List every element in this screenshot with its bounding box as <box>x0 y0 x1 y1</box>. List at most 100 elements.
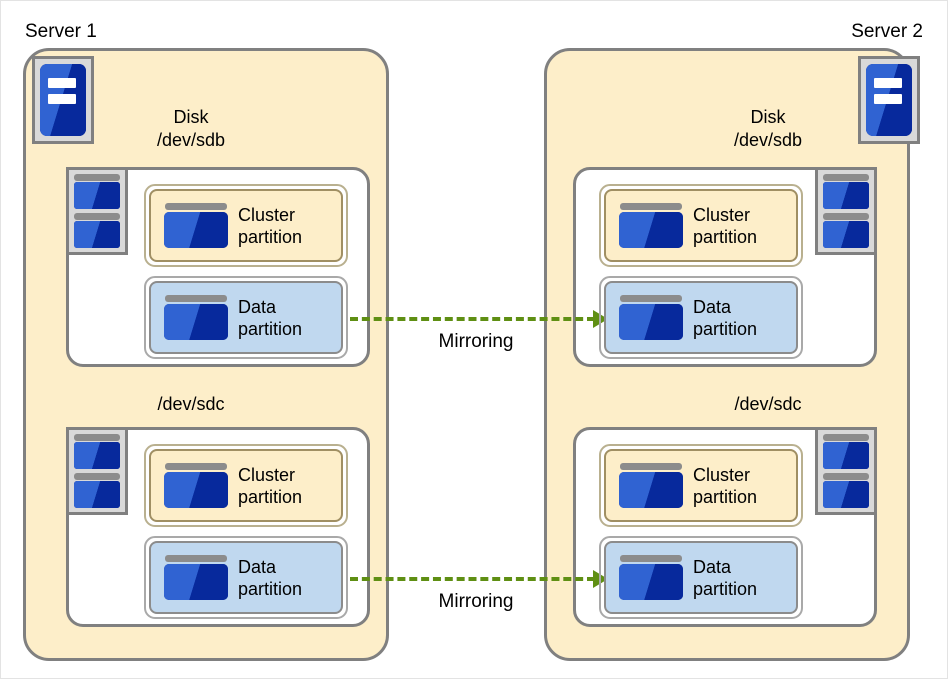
server-2-sdc-data-partition[interactable]: Data partition <box>599 536 803 619</box>
server-1-label: Server 1 <box>25 21 97 42</box>
server-icon-body <box>40 64 86 136</box>
disk-platter-2 <box>74 473 120 508</box>
server-1-sdb-cluster-partition[interactable]: Cluster partition <box>144 184 348 267</box>
disk-platter-face <box>823 441 869 469</box>
disk-title-line-2: /dev/sdb <box>156 130 226 150</box>
disk-platter-2 <box>823 213 869 248</box>
partition-icon <box>164 295 228 340</box>
server-icon-bar-1 <box>873 78 903 88</box>
server-2-disk-sdc-title: /dev/sdc <box>698 393 838 416</box>
partition-icon <box>619 463 683 508</box>
server-2-sdb-data-partition[interactable]: Data partition <box>599 276 803 359</box>
partition-label-line-1: Cluster <box>693 464 751 485</box>
partition-label-line-2: partition <box>238 578 303 599</box>
partition-icon-cap <box>620 463 682 471</box>
partition-label-line-1: Cluster <box>238 204 296 225</box>
disk-platter-cap <box>823 213 869 220</box>
disk-platter-cap <box>74 434 120 441</box>
partition-icon-cap <box>165 463 227 471</box>
server-2-disk-sdb-icon <box>815 167 877 255</box>
partition-icon <box>619 555 683 600</box>
disk-platter-face <box>74 441 120 469</box>
partition-icon-cap <box>165 203 227 211</box>
disk-platter-face <box>823 181 869 209</box>
server-icon-bar-2 <box>873 94 903 104</box>
disk-title-line-2: /dev/sdc <box>734 394 802 414</box>
disk-platter-cap <box>823 434 869 441</box>
partition-label-line-2: partition <box>693 486 758 507</box>
partition-label-line-2: partition <box>238 486 303 507</box>
partition-icon <box>164 463 228 508</box>
partition-icon-face <box>164 564 228 600</box>
partition-icon-cap <box>165 555 227 563</box>
partition-label: Cluster partition <box>693 204 757 248</box>
partition-icon-face <box>619 304 683 340</box>
partition-icon-face <box>619 212 683 248</box>
partition-label: Data partition <box>693 556 757 600</box>
server-1-sdc-data-partition[interactable]: Data partition <box>144 536 348 619</box>
partition-label-line-1: Data <box>693 296 732 317</box>
disk-platter-face <box>74 220 120 248</box>
disk-title-line-2: /dev/sdc <box>157 394 225 414</box>
disk-title-line-2: /dev/sdb <box>733 130 803 150</box>
partition-label-line-2: partition <box>693 578 758 599</box>
server-1-disk-sdb-icon <box>66 167 128 255</box>
partition-icon <box>619 295 683 340</box>
partition-label: Data partition <box>238 556 302 600</box>
partition-icon-face <box>164 212 228 248</box>
partition-icon-face <box>164 304 228 340</box>
server-icon-bar-1 <box>47 78 77 88</box>
disk-platter-cap <box>823 473 869 480</box>
disk-title-line-1: Disk <box>750 107 786 127</box>
mirroring-label-sdc: Mirroring <box>438 591 514 612</box>
disk-platter-cap <box>74 213 120 220</box>
disk-platter-2 <box>823 473 869 508</box>
server-2-disk-sdc-icon <box>815 427 877 515</box>
partition-label: Data partition <box>238 296 302 340</box>
mirroring-label-sdb: Mirroring <box>438 331 514 352</box>
disk-platter-1 <box>74 434 120 469</box>
partition-label: Data partition <box>693 296 757 340</box>
partition-label-line-1: Data <box>238 296 277 317</box>
disk-platter-cap <box>74 174 120 181</box>
partition-label-line-2: partition <box>693 318 758 339</box>
partition-icon <box>164 555 228 600</box>
disk-platter-2 <box>74 213 120 248</box>
server-1-disk-sdc-title: /dev/sdc <box>121 393 261 416</box>
partition-label-line-2: partition <box>238 226 303 247</box>
partition-icon-face <box>164 472 228 508</box>
server-1-disk-sdb-title: Disk /dev/sdb <box>121 106 261 152</box>
disk-platter-cap <box>823 174 869 181</box>
partition-label: Cluster partition <box>238 204 302 248</box>
mirroring-line-sdb <box>350 317 595 321</box>
partition-label: Cluster partition <box>693 464 757 508</box>
server-1-sdc-cluster-partition[interactable]: Cluster partition <box>144 444 348 527</box>
disk-platter-1 <box>823 434 869 469</box>
partition-label-line-1: Data <box>693 556 732 577</box>
server-1-disk-sdc-icon <box>66 427 128 515</box>
disk-platter-1 <box>74 174 120 209</box>
disk-platter-face <box>823 480 869 508</box>
partition-label-line-2: partition <box>238 318 303 339</box>
disk-platter-face <box>74 480 120 508</box>
partition-icon-cap <box>620 203 682 211</box>
partition-label-line-1: Data <box>238 556 277 577</box>
server-2-sdc-cluster-partition[interactable]: Cluster partition <box>599 444 803 527</box>
server-2-disk-sdb-title: Disk /dev/sdb <box>698 106 838 152</box>
partition-icon-cap <box>620 295 682 303</box>
mirroring-line-sdc <box>350 577 595 581</box>
partition-label-line-1: Cluster <box>238 464 296 485</box>
disk-platter-cap <box>74 473 120 480</box>
server-1-server-icon <box>32 56 94 144</box>
server-2-sdb-cluster-partition[interactable]: Cluster partition <box>599 184 803 267</box>
partition-icon-face <box>619 564 683 600</box>
partition-icon <box>619 203 683 248</box>
partition-icon-cap <box>620 555 682 563</box>
server-icon-bar-2 <box>47 94 77 104</box>
server-1-sdb-data-partition[interactable]: Data partition <box>144 276 348 359</box>
disk-platter-face <box>823 220 869 248</box>
partition-icon <box>164 203 228 248</box>
partition-label-line-2: partition <box>693 226 758 247</box>
disk-platter-1 <box>823 174 869 209</box>
server-2-label: Server 2 <box>851 21 923 42</box>
